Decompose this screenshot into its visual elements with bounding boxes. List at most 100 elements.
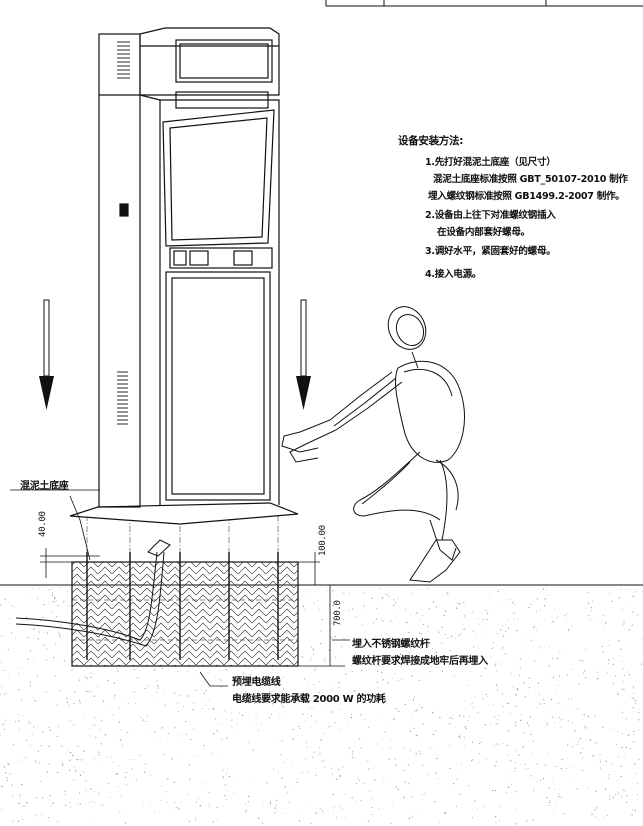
ground-dot: [372, 622, 375, 624]
ground-dot: [620, 648, 622, 650]
ground-dot: [560, 726, 562, 728]
ground-dot: [156, 680, 158, 682]
ground-dot: [342, 766, 344, 768]
ground-dot: [560, 767, 563, 769]
ground-dot: [331, 767, 332, 769]
ground-dot: [339, 810, 340, 811]
ground-dot: [456, 602, 458, 604]
ground-dot: [623, 688, 625, 691]
ground-dot: [123, 783, 125, 785]
ground-dot: [367, 820, 369, 823]
ground-dot: [533, 660, 536, 662]
ground-dot: [225, 669, 227, 671]
ground-dot: [146, 715, 148, 717]
ground-dot: [195, 689, 197, 691]
ground-dot: [343, 638, 345, 640]
ground-dot: [321, 760, 323, 763]
ground-dot: [398, 710, 400, 712]
ground-dot: [57, 604, 59, 607]
ground-dot: [507, 627, 510, 629]
ground-dot: [61, 745, 63, 747]
ground-dot: [334, 656, 337, 658]
ground-dot: [42, 797, 44, 799]
ground-dot: [8, 602, 10, 604]
ground-dot: [514, 767, 517, 769]
ground-dot: [319, 747, 321, 748]
dimension-100: 100.00: [318, 525, 328, 556]
ground-dot: [318, 608, 320, 610]
ground-dot: [99, 728, 101, 730]
ground-dot: [461, 632, 463, 634]
ground-dot: [71, 669, 73, 671]
ground-dot: [360, 747, 362, 749]
ground-dot: [394, 758, 396, 760]
ground-dot: [464, 700, 465, 702]
ground-dot: [514, 750, 516, 752]
ground-dot: [94, 802, 96, 804]
ground-dot: [248, 795, 250, 798]
ground-dot: [163, 753, 165, 755]
ground-dot: [323, 733, 324, 735]
ground-dot: [176, 753, 178, 755]
ground-dot: [227, 767, 228, 769]
ground-dot: [394, 617, 396, 619]
ground-dot: [176, 806, 178, 809]
ground-dot: [388, 758, 390, 760]
ground-dot: [42, 616, 44, 619]
ground-dot: [422, 723, 424, 725]
ground-dot: [594, 817, 596, 818]
ground-dot: [328, 726, 330, 728]
ground-dot: [515, 809, 517, 811]
ground-dot: [456, 805, 458, 808]
ground-dot: [449, 716, 451, 719]
ground-dot: [506, 744, 508, 747]
ground-dot: [203, 680, 205, 682]
ground-dot: [478, 623, 480, 625]
ground-dot: [21, 699, 23, 701]
ground-dot: [507, 702, 509, 704]
ground-dot: [98, 791, 99, 793]
ground-dot: [352, 608, 354, 610]
ground-dot: [36, 675, 38, 677]
ground-dot: [500, 629, 502, 631]
ground-dot: [406, 621, 408, 624]
ground-dot: [555, 805, 556, 807]
ground-dot: [514, 721, 516, 724]
ground-dot: [470, 703, 472, 705]
ground-dot: [361, 623, 363, 625]
ground-dot: [333, 811, 334, 813]
ground-dot: [41, 731, 44, 733]
ground-dot: [303, 678, 306, 680]
ground-dot: [482, 698, 484, 700]
ground-dot: [124, 772, 126, 774]
ground-dot: [494, 765, 496, 767]
ground-dot: [388, 595, 390, 597]
ground-dot: [519, 667, 521, 669]
ground-dot: [546, 797, 548, 799]
ground-dot: [477, 762, 478, 764]
ground-dot: [77, 745, 79, 747]
ground-dot: [558, 675, 561, 677]
ground-dot: [388, 725, 390, 727]
ground-dot: [532, 819, 534, 821]
ground-dot: [18, 720, 20, 722]
concrete-base: [71, 561, 299, 667]
ground-dot: [596, 807, 598, 809]
ground-dot: [101, 719, 103, 721]
ground-dot: [631, 624, 633, 626]
instruction-step-2a: 在设备内部套好螺母。: [437, 227, 530, 238]
ground-dot: [248, 741, 250, 743]
ground-dot: [468, 716, 470, 718]
ground-dot: [241, 714, 244, 717]
ground-dot: [411, 796, 413, 798]
ground-dot: [321, 618, 323, 621]
ground-dot: [117, 773, 119, 775]
ground-dot: [515, 725, 517, 727]
ground-dot: [330, 637, 332, 639]
ground-dot: [510, 599, 512, 601]
ground-dot: [288, 801, 290, 803]
ground-dot: [174, 692, 176, 694]
ground-dot: [496, 670, 498, 672]
ground-dot: [434, 730, 436, 731]
ground-dot: [65, 804, 67, 807]
